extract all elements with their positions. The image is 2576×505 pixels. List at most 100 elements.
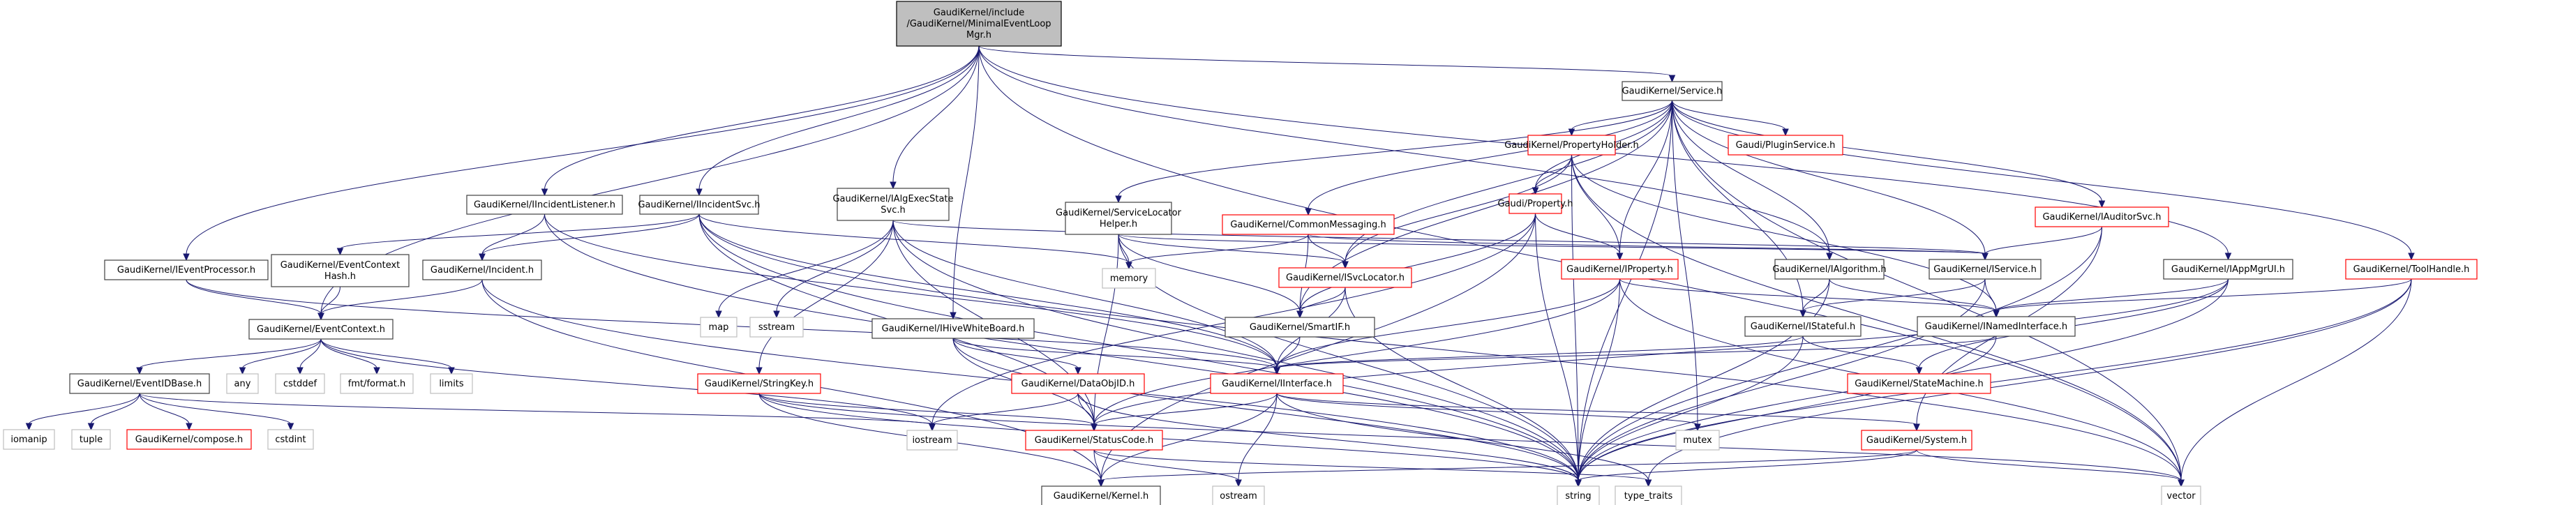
node-label: GaudiKernel/EventContext.h [257,324,385,335]
edge-root-to-ihivewhiteboard [952,45,980,314]
node-cstddef: cstddef [275,373,325,394]
arrowhead-system-to-kernel [1098,479,1104,488]
node-toolhandle[interactable]: GaudiKernel/ToolHandle.h [2345,259,2478,280]
node-box [2345,259,2478,280]
edge-incident-to-eventcontext [320,279,483,315]
node-eventcontext[interactable]: GaudiKernel/EventContext.h [248,319,394,340]
edge-system-to-vector [1916,449,2182,481]
node-label: cstdint [275,435,306,445]
arrowhead-toolhandle-to-inamedinterface [1993,310,2000,318]
arrowhead-incident-to-eventcontext [317,312,324,321]
node-label: GaudiKernel/EventContext [280,260,400,271]
node-service[interactable]: GaudiKernel/Service.h [1622,81,1723,101]
edge-eventcontext-to-limits [320,338,452,369]
node-propertyholder[interactable]: GaudiKernel/PropertyHolder.h [1504,135,1639,156]
node-property[interactable]: Gaudi/Property.h [1497,193,1573,214]
node-box [2163,259,2293,280]
node-limits: limits [430,373,473,394]
edge-iincidentsvc-to-iinterface [698,213,1278,369]
edge-root-to-ialgorithm [978,45,1830,255]
node-iincidentsvc[interactable]: GaudiKernel/IIncidentSvc.h [638,195,761,215]
node-box [2035,206,2169,227]
node-cstdint: cstdint [267,429,314,450]
node-ieventprocessor[interactable]: GaudiKernel/IEventProcessor.h [104,259,269,280]
node-box [1861,430,1972,451]
node-label: mutex [1683,435,1712,446]
edge-iauditorsvc-to-string [1578,226,2102,481]
node-commonmessaging[interactable]: GaudiKernel/CommonMessaging.h [1222,214,1395,235]
node-box [1622,81,1723,101]
node-isvclocator[interactable]: GaudiKernel/ISvcLocator.h [1278,267,1412,288]
node-inamedinterface[interactable]: GaudiKernel/INamedInterface.h [1917,316,2076,337]
node-box [1561,259,1679,280]
arrowhead-eventidbase-to-iomanip [25,423,33,431]
node-label: GaudiKernel/PropertyHolder.h [1504,140,1639,151]
edge-iservice-to-inamedinterface [1984,278,1997,312]
node-incident[interactable]: GaudiKernel/Incident.h [422,259,542,280]
node-ihivewhiteboard[interactable]: GaudiKernel/IHiveWhiteBoard.h [871,318,1035,339]
node-eventidbase[interactable]: GaudiKernel/EventIDBase.h [69,373,210,394]
node-system[interactable]: GaudiKernel/System.h [1861,430,1972,451]
node-istateful[interactable]: GaudiKernel/IStateful.h [1744,316,1862,337]
node-box [1041,485,1161,505]
node-dataobjid[interactable]: GaudiKernel/DataObjID.h [1011,373,1145,394]
node-iservice[interactable]: GaudiKernel/IService.h [1929,259,2042,280]
node-compose[interactable]: GaudiKernel/compose.h [126,429,252,450]
arrowhead-istateful-to-statemachine [1915,367,1923,375]
node-statemachine[interactable]: GaudiKernel/StateMachine.h [1847,373,1991,394]
node-map: map [700,317,737,338]
node-label: GaudiKernel/SmartIF.h [1250,322,1350,333]
node-iappmgrui[interactable]: GaudiKernel/IAppMgrUI.h [2163,259,2293,280]
node-label: GaudiKernel/Kernel.h [1054,491,1149,502]
edge-inamedinterface-to-iinterface [1276,336,1997,369]
node-box [3,429,55,450]
arrowhead-root-to-ieventprocessor [183,253,190,262]
node-label: GaudiKernel/ToolHandle.h [2353,264,2470,275]
edge-root-to-ialgexecstatesvc [892,45,980,183]
node-iincidentlistener[interactable]: GaudiKernel/IIncidentListener.h [466,195,623,215]
node-label: GaudiKernel/Incident.h [430,265,534,276]
node-pluginservice[interactable]: Gaudi/PluginService.h [1728,135,1843,156]
arrowhead-propertyholder-to-isvclocator [1342,261,1349,269]
edge-servicelocatorhelper-to-iservice [1118,234,1986,255]
node-stringkey[interactable]: GaudiKernel/StringKey.h [697,373,821,394]
node-iauditorsvc[interactable]: GaudiKernel/IAuditorSvc.h [2035,206,2169,227]
arrowhead-ialgexecstatesvc-to-stringkey [756,367,763,375]
edge-propertyholder-to-isvclocator [1345,154,1572,263]
edge-eventidbase-to-cstdint [139,393,291,425]
node-root[interactable]: GaudiKernel/include/GaudiKernel/MinimalE… [896,1,1062,47]
node-label: GaudiKernel/StateMachine.h [1855,379,1984,389]
node-box [1917,316,2076,337]
node-statuscode[interactable]: GaudiKernel/StatusCode.h [1025,430,1163,451]
edge-iappmgrui-to-inamedinterface [1995,278,2229,312]
edge-iinterface-to-statuscode [1093,393,1278,425]
node-box [1222,214,1395,235]
node-memory: memory [1102,268,1156,289]
node-box [248,319,394,340]
node-iproperty[interactable]: GaudiKernel/IProperty.h [1561,259,1679,280]
edge-eventcontext-to-fmtformat [320,338,377,369]
arrowhead-eventidbase-to-iostream [929,423,936,432]
arrowhead-iinterface-to-system [1913,423,1920,432]
node-label: GaudiKernel/IAlgorithm.h [1772,264,1886,275]
edge-iinterface-to-type_traits [1276,393,1649,481]
node-box [2161,485,2201,505]
node-ialgorithm[interactable]: GaudiKernel/IAlgorithm.h [1772,259,1887,280]
edge-statuscode-to-kernel [1093,449,1102,481]
edge-eventidbase-to-tuple [91,393,140,425]
node-box [697,373,821,394]
edge-service-to-mutex [1672,100,1698,425]
edge-servicelocatorhelper-to-isvclocator [1118,234,1346,263]
arrowhead-iincidentsvc-to-eventcontexthash [336,248,344,256]
node-kernel[interactable]: GaudiKernel/Kernel.h [1041,485,1161,505]
edge-eventidbase-to-iomanip [29,393,140,425]
node-label: GaudiKernel/DataObjID.h [1021,379,1135,389]
edge-service-to-iproperty [1619,100,1672,255]
node-smartif[interactable]: GaudiKernel/SmartIF.h [1225,317,1375,338]
node-iinterface[interactable]: GaudiKernel/IInterface.h [1210,373,1344,394]
node-box [1508,193,1562,214]
arrowhead-eventcontext-to-fmtformat [373,367,380,375]
